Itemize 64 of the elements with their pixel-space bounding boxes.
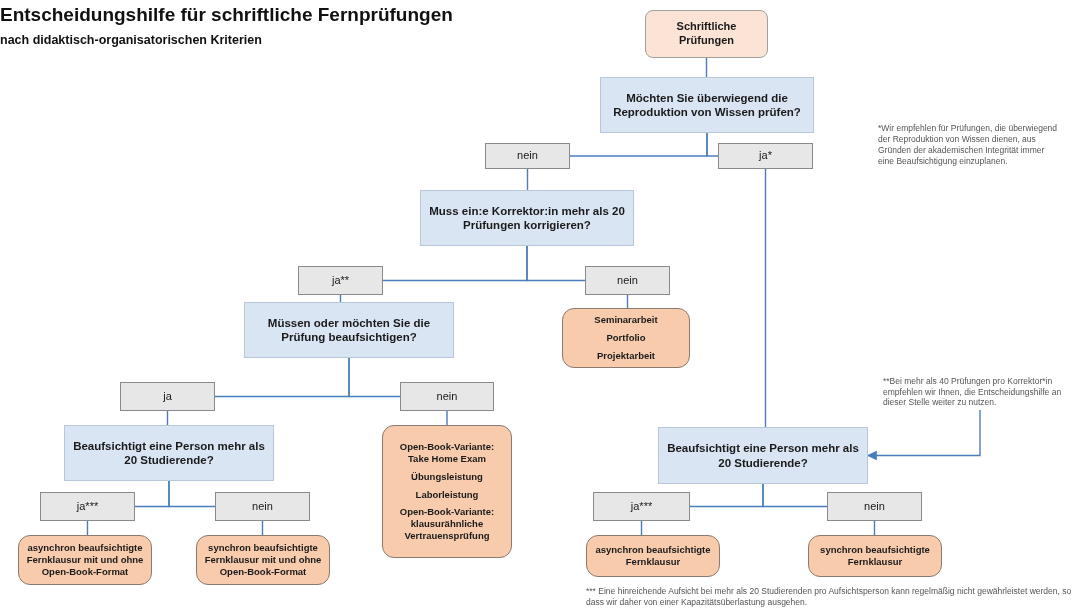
answer-box (120, 382, 215, 411)
box-text: Seminararbeit (594, 314, 658, 327)
result-box (382, 425, 512, 558)
box-text: Projektarbeit (596, 349, 656, 362)
box-text: Schriftliche Prüfungen (675, 20, 738, 48)
question-box (658, 427, 868, 484)
question-box (64, 425, 274, 481)
answer-box (585, 266, 670, 295)
connector-line (764, 168, 767, 428)
connector-line (348, 357, 401, 398)
answer-box (593, 492, 690, 521)
box-text: ja*** (76, 499, 99, 514)
box-text: Übungsleistung (411, 470, 483, 483)
box-text: synchron beaufsichtigte Fernklausur (819, 544, 931, 568)
connector-line (168, 480, 216, 508)
answer-box (215, 492, 310, 521)
diagram-title: Entscheidungshilfe für schriftliche Fernprüfungen (0, 4, 453, 26)
box-text: Open-Book-Variante: Take Home Exam (398, 440, 496, 465)
result-box (562, 308, 690, 368)
question-box (420, 190, 634, 246)
box-text: Open-Book-Variante: klausurähnliche Vertrauensprüfung (398, 506, 496, 543)
connector-line (705, 57, 708, 78)
connector-line (446, 410, 448, 426)
answer-box (298, 266, 383, 295)
box-text: Muss ein:e Korrektor:in mehr als 20 Prüfungen korrigieren? (429, 203, 625, 233)
box-text: Laborleistung (415, 488, 479, 501)
box-text: nein (517, 149, 538, 163)
answer-box (400, 382, 494, 411)
box-text: ja (163, 389, 172, 404)
box-text: asynchron beaufsichtigte Fernklausur (594, 544, 712, 568)
connector-line (526, 168, 529, 191)
box-text: Beaufsichtigt eine Person mehr als 20 Studierende? (73, 438, 265, 468)
box-text: nein (436, 389, 458, 404)
box-text: Möchten Sie überwiegend die Reproduktion von Wissen prüfen? (612, 90, 802, 120)
box-text: Beaufsichtigt eine Person mehr als 20 Studierende? (667, 441, 859, 470)
connector-line (762, 483, 828, 508)
answer-box (718, 143, 813, 169)
footnote: *Wir empfehlen für Prüfungen, die überwiegend der Reproduktion von Wissen dienen, aus Gründen der akademischen Integrität immer eine Beaufsichtigung einzuplanen. (878, 123, 1058, 168)
box-text: nein (864, 499, 885, 514)
box-text: ja* (759, 149, 772, 163)
box-text: ja** (331, 273, 350, 288)
box-text: nein (617, 273, 638, 288)
answer-box (485, 143, 570, 169)
answer-box (827, 492, 922, 521)
box-text: synchron beaufsichtigte Fernklausur mit und ohne Open-Book-Format (203, 542, 323, 578)
result-box (196, 535, 330, 585)
question-box (600, 77, 814, 133)
footnote: *** Eine hinreichende Aufsicht bei mehr als 20 Studierenden pro Aufsichtsperson kann regelmäßig nicht gewährleistet werden, so dass wir daher von einer Kapazitätsüberlastung ausgehen. (586, 586, 1073, 608)
subtitle: nach didaktisch-organisatorischen Kriterien (0, 33, 262, 47)
box-text: ja*** (630, 499, 653, 514)
question-box (244, 302, 454, 358)
result-box (586, 535, 720, 577)
note-text: **Bei mehr als 40 Prüfungen pro Korrektor*in empfehlen wir Ihnen, die Entscheidungshilfe an dieser Stelle weiter zu nutzen. (882, 374, 1078, 410)
result-box (18, 535, 152, 585)
connector-line (706, 132, 719, 157)
arrow (867, 409, 981, 461)
connector-line (526, 245, 586, 282)
answer-box (40, 492, 135, 521)
result-box (808, 535, 942, 577)
box-text: asynchron beaufsichtigte Fernklausur mit und ohne Open-Book-Format (25, 542, 145, 578)
start-box (645, 10, 768, 58)
box-text: Portfolio (606, 332, 646, 344)
box-text: Müssen oder möchten Sie die Prüfung beaufsichtigen? (266, 315, 432, 345)
box-text: nein (252, 499, 273, 514)
